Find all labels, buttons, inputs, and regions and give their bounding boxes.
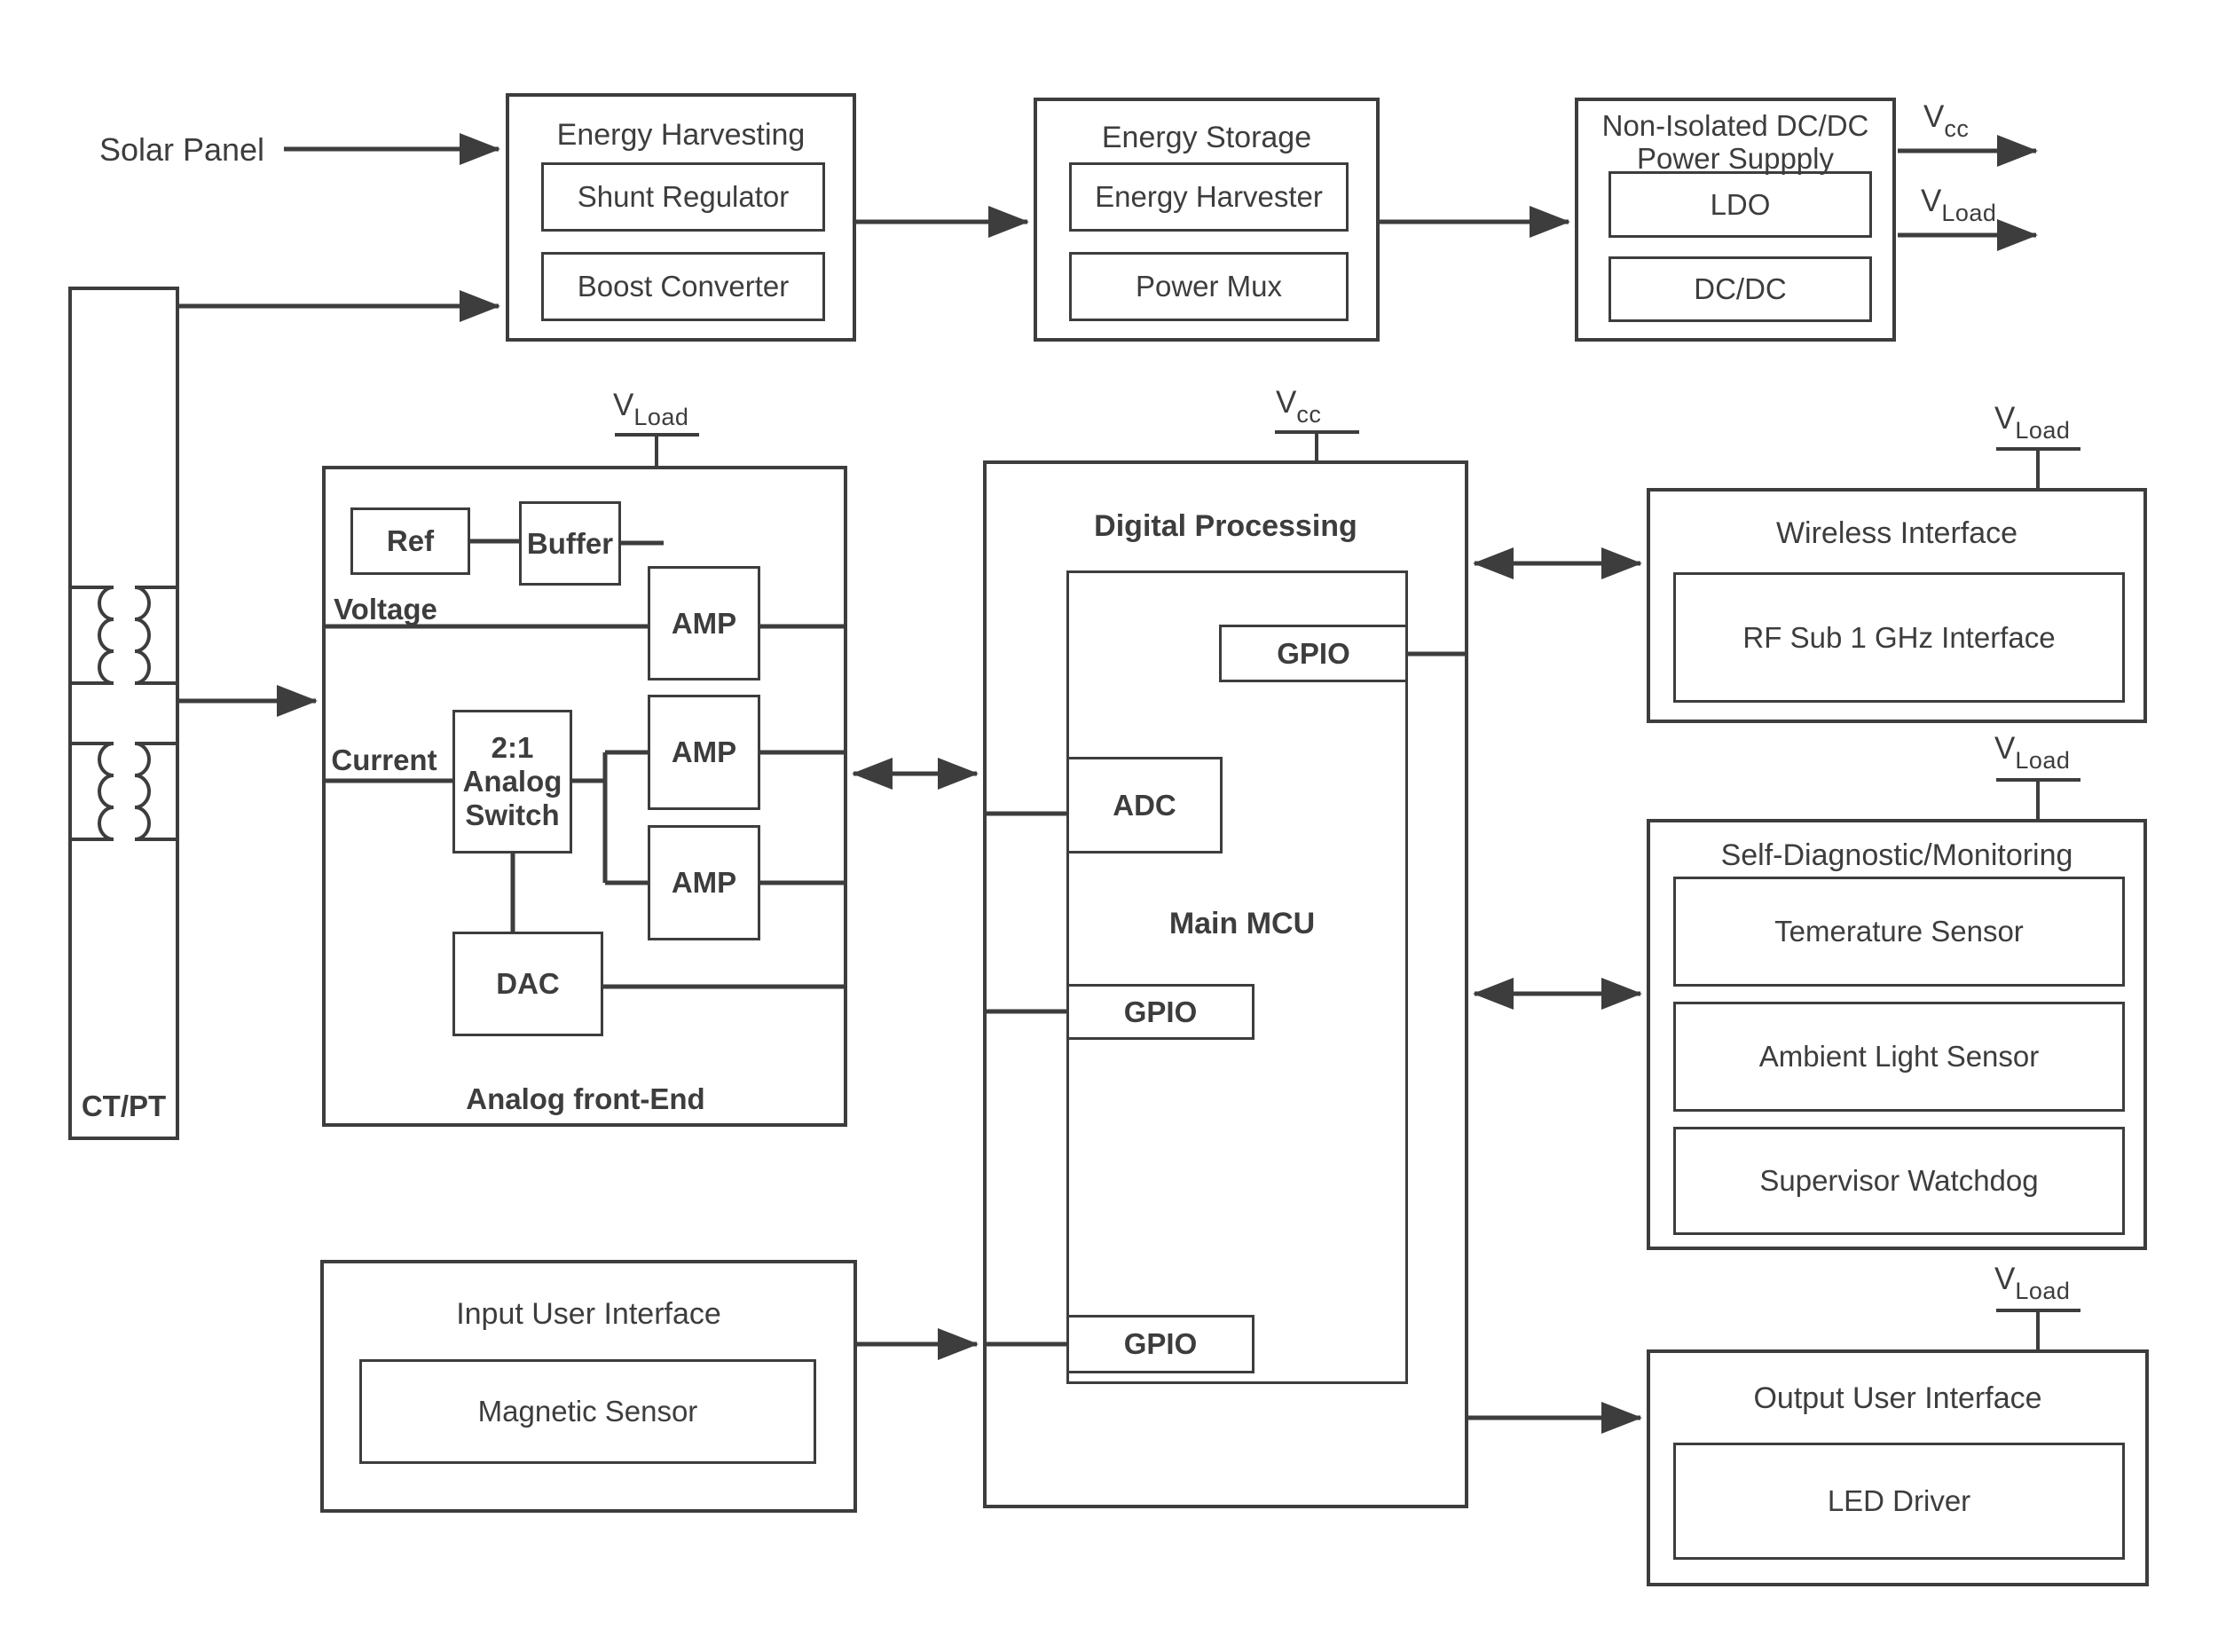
ctpt-label: CT/PT — [81, 1090, 167, 1122]
gpio-box: GPIO — [1066, 1315, 1255, 1373]
energy-harvester-box: Energy Harvester — [1069, 162, 1349, 232]
transformer-icon — [68, 586, 179, 685]
vload-rail-marker — [1996, 447, 2080, 488]
switch-line1: 2:1 — [491, 731, 534, 765]
wireless-interface-box: Wireless Interface — [1647, 488, 2147, 723]
dcdc-power-supply-title: Non-Isolated DC/DC Power Suppply — [1578, 109, 1892, 176]
switch-amp-bracket — [602, 750, 648, 885]
digital-processing-title: Digital Processing — [1094, 509, 1357, 543]
voltage-label: Voltage — [334, 593, 437, 625]
output-user-interface-box: Output User Interface — [1647, 1349, 2149, 1586]
current-label: Current — [331, 743, 437, 776]
boost-converter-box: Boost Converter — [541, 252, 825, 321]
dcdc-power-supply-box: Non-Isolated DC/DC Power Suppply — [1575, 98, 1896, 342]
dcdc-title-line1: Non-Isolated DC/DC — [1601, 109, 1869, 142]
amp-box: AMP — [648, 566, 760, 680]
ldo-box: LDO — [1608, 171, 1872, 238]
buffer-box: Buffer — [519, 501, 621, 586]
shunt-regulator-box: Shunt Regulator — [541, 162, 825, 232]
vcc-output-label: Vcc — [1923, 99, 1970, 142]
supervisor-watchdog-box: Supervisor Watchdog — [1673, 1127, 2125, 1235]
ctpt-box — [68, 287, 179, 1140]
rf-sub1ghz-box: RF Sub 1 GHz Interface — [1673, 572, 2125, 703]
energy-storage-box: Energy Storage — [1034, 98, 1380, 342]
solar-panel-label: Solar Panel — [98, 131, 265, 168]
vload-label-diagnostic: VLoad — [1994, 731, 2071, 774]
vload-label-output-ui: VLoad — [1994, 1262, 2071, 1304]
temperature-sensor-box: Temerature Sensor — [1673, 877, 2125, 987]
amp-box: AMP — [648, 695, 760, 810]
self-diagnostic-box: Self-Diagnostic/Monitoring — [1647, 819, 2147, 1250]
analog-switch-box: 2:1 Analog Switch — [452, 710, 572, 854]
wireless-interface-title: Wireless Interface — [1775, 516, 2018, 550]
adc-box: ADC — [1066, 757, 1223, 854]
vload-rail-marker — [615, 433, 699, 466]
energy-storage-title: Energy Storage — [1101, 121, 1312, 154]
vload-label-wireless: VLoad — [1994, 401, 2071, 444]
energy-harvesting-title: Energy Harvesting — [556, 118, 806, 152]
dac-box: DAC — [452, 932, 603, 1036]
ambient-light-sensor-box: Ambient Light Sensor — [1673, 1002, 2125, 1112]
vload-rail-marker — [1996, 1309, 2080, 1349]
gpio-box: GPIO — [1066, 984, 1255, 1040]
power-mux-box: Power Mux — [1069, 252, 1349, 321]
dcdc-box: DC/DC — [1608, 256, 1872, 322]
magnetic-sensor-box: Magnetic Sensor — [359, 1359, 816, 1464]
switch-line2: Analog — [462, 765, 562, 798]
vload-output-label: VLoad — [1921, 184, 1997, 226]
transformer-icon — [68, 742, 179, 841]
vcc-rail-marker — [1275, 430, 1359, 460]
energy-harvesting-box: Energy Harvesting — [506, 93, 856, 342]
ref-box: Ref — [350, 507, 470, 575]
output-user-interface-title: Output User Interface — [1753, 1381, 2042, 1415]
self-diagnostic-title: Self-Diagnostic/Monitoring — [1720, 838, 2073, 872]
led-driver-box: LED Driver — [1673, 1443, 2125, 1560]
dcdc-title-line2: Power Suppply — [1637, 141, 1834, 175]
gpio-box: GPIO — [1219, 625, 1408, 682]
vload-rail-marker — [1996, 778, 2080, 819]
main-mcu-label: Main MCU — [1168, 907, 1316, 940]
vload-label-afe: VLoad — [613, 388, 689, 430]
digital-processing-box — [983, 460, 1468, 1508]
amp-box: AMP — [648, 825, 760, 940]
analog-front-end-box — [322, 466, 847, 1127]
analog-front-end-title: Analog front-End — [466, 1082, 705, 1115]
main-mcu-box — [1066, 570, 1408, 1384]
vcc-label-dp: Vcc — [1276, 385, 1322, 428]
input-user-interface-title: Input User Interface — [456, 1297, 721, 1331]
input-user-interface-box: Input User Interface — [320, 1260, 857, 1513]
switch-line3: Switch — [465, 798, 560, 831]
